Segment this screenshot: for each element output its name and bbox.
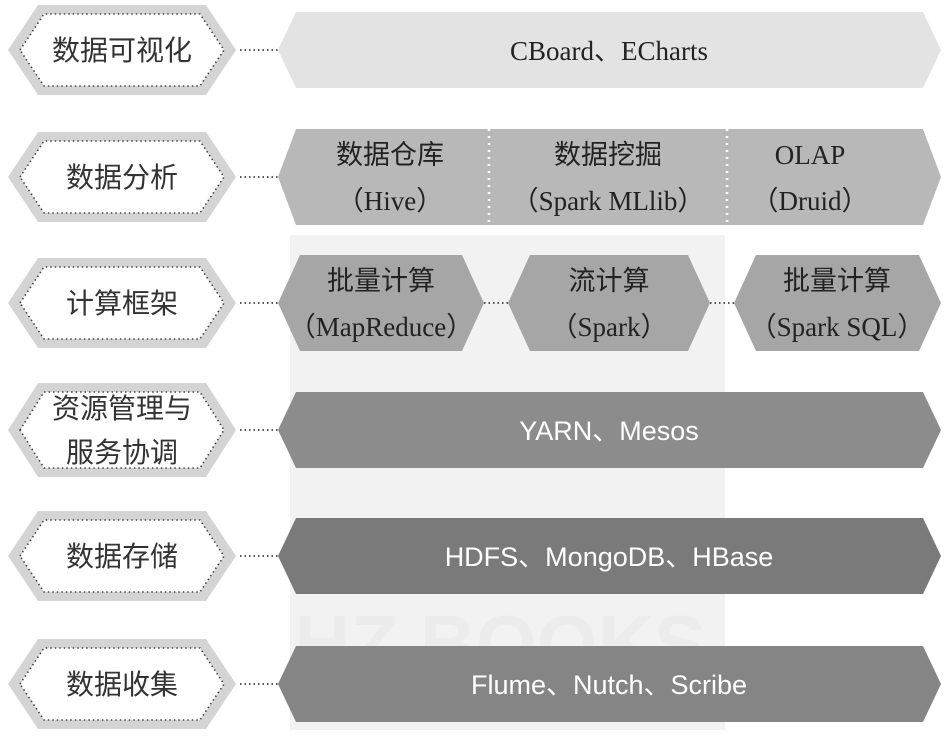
segment-hexagon-stream: [508, 255, 710, 351]
segment-title: 流计算: [569, 266, 650, 297]
tools-bar-visualization: [278, 12, 941, 88]
tools-text: HDFS、MongoDB、HBase: [445, 542, 774, 572]
layer-label: 数据收集: [66, 668, 178, 701]
tools-text: Flume、Nutch、Scribe: [471, 670, 747, 700]
segment-tool: （MapReduce）: [289, 312, 473, 342]
segment-hexagon-batch: [278, 255, 484, 351]
label-hexagon-inner-analysis: [19, 140, 225, 214]
tools-bar-collection: [278, 646, 941, 722]
segment-tool: （Hive）: [337, 186, 443, 216]
layer-collection: 数据收集 Flume、Nutch、Scribe: [8, 639, 941, 729]
label-hexagon-inner-compute: [19, 266, 225, 340]
layer-resource-management: 资源管理与 服务协调 YARN、Mesos: [8, 383, 941, 477]
label-hexagon-inner-resource: [19, 391, 225, 469]
layer-label-line-1: 资源管理与: [52, 392, 192, 425]
segment-title: 批量计算: [327, 266, 435, 297]
segment-tool: （Spark）: [551, 312, 668, 342]
layer-label: 计算框架: [66, 287, 178, 320]
segment-tool: （Spark MLlib）: [512, 186, 705, 216]
layer-visualization: 数据可视化 CBoard、ECharts: [8, 5, 941, 95]
label-hexagon-inner-storage: [19, 519, 225, 593]
segment-hexagon-sql: [734, 255, 941, 351]
layer-label: 数据分析: [66, 161, 178, 194]
layer-compute-framework: 计算框架 批量计算 （MapReduce） 流计算 （Spark） 批量计算 （…: [8, 255, 941, 351]
segment-title: OLAP: [775, 140, 846, 170]
tools-text: CBoard、ECharts: [510, 36, 708, 66]
layer-analysis: 数据分析 数据仓库 （Hive） 数据挖掘 （Spark MLlib） OLAP…: [8, 129, 941, 225]
segment-tool: （Spark SQL）: [750, 312, 925, 342]
tools-bar-resource: [278, 392, 941, 468]
layer-storage: 数据存储 HDFS、MongoDB、HBase: [8, 511, 941, 601]
tools-bar-storage: [278, 518, 941, 594]
layer-label: 数据存储: [66, 540, 178, 573]
layer-label: 数据可视化: [52, 34, 192, 67]
tools-bar-analysis: [278, 129, 941, 225]
segment-tool: （Druid）: [752, 186, 869, 216]
segment-title: 批量计算: [783, 266, 891, 297]
label-hexagon-inner-collection: [19, 647, 225, 721]
layer-label-line-2: 服务协调: [66, 436, 178, 469]
segment-title: 数据挖掘: [554, 140, 662, 171]
segment-title: 数据仓库: [336, 140, 444, 171]
label-hexagon-inner-visualization: [19, 13, 225, 87]
tools-text: YARN、Mesos: [519, 416, 699, 446]
